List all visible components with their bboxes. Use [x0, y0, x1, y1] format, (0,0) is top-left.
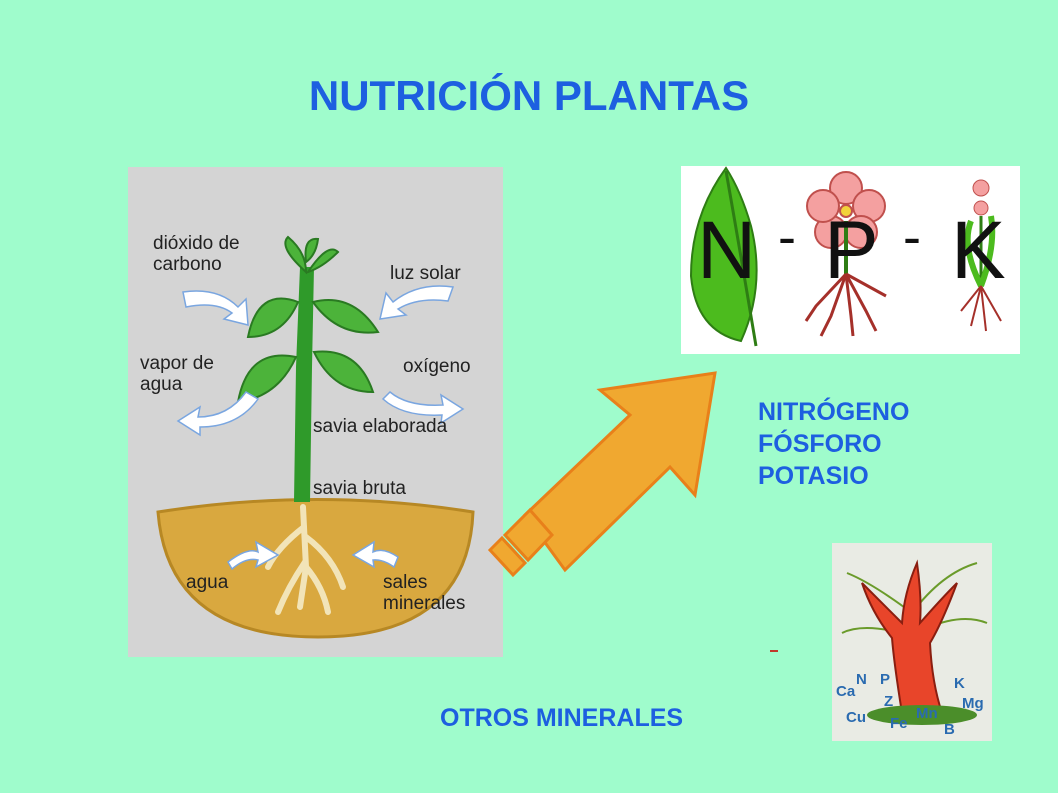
arrow-in-sun: [379, 285, 455, 320]
arrow-in-co2: [182, 290, 249, 326]
npk-letter-k: K: [951, 205, 1006, 296]
plant-illustration: [156, 235, 475, 639]
npk-separator: -: [903, 207, 921, 267]
element-letter: Fe: [890, 715, 908, 732]
tree-drawing: [841, 559, 988, 725]
soil-shape: [156, 498, 475, 639]
npk-letter-n: N: [697, 205, 757, 296]
arrow-out-oxygen: [381, 390, 465, 425]
small-dash: [770, 650, 778, 652]
leaf: [304, 237, 320, 264]
stem: [294, 267, 314, 502]
leaf: [305, 248, 340, 274]
npk-illustration: N - P - K: [681, 166, 1020, 354]
element-letter: Mg: [962, 695, 984, 712]
page-title: NUTRICIÓN PLANTAS: [308, 72, 750, 119]
element-letter: Cu: [846, 709, 866, 726]
leaf: [311, 299, 380, 334]
npk-graphic: [689, 166, 1002, 347]
roots-icon: [804, 272, 887, 337]
nutrient-item: NITRÓGENO: [758, 398, 910, 426]
oxygen-label: oxígeno: [403, 356, 471, 377]
leaf: [246, 297, 300, 339]
element-letter: Mn: [916, 705, 938, 722]
npk-letter-p: P: [824, 205, 879, 296]
arrow-in-water: [227, 540, 280, 571]
elaborated-sap-label: savia elaborada: [313, 416, 448, 437]
nutrient-item: FÓSFORO: [758, 430, 882, 458]
leaf: [284, 235, 308, 275]
element-letter: Ca: [836, 683, 856, 700]
leaf: [312, 350, 375, 394]
npk-separator: -: [778, 207, 796, 267]
element-letter: Z: [884, 693, 894, 710]
roots: [265, 504, 346, 615]
mineral-tree-illustration: Ca N P Z Mn K Mg Cu Fe B: [832, 543, 992, 741]
element-letter: B: [944, 721, 955, 738]
sun-label: luz solar: [390, 263, 461, 284]
nutrient-item: POTASIO: [758, 462, 869, 490]
leaf-icon: [689, 166, 758, 343]
raw-sap-label: savia bruta: [313, 478, 406, 499]
arrow-in-minerals: [351, 540, 399, 569]
element-letter: N: [856, 671, 867, 688]
element-letter: K: [954, 675, 965, 692]
arrow-out-vapor: [176, 391, 260, 437]
small-flower-icon: [972, 179, 990, 197]
water-label: agua: [186, 572, 229, 593]
nutrient-list: NITRÓGENO FÓSFORO POTASIO: [758, 396, 909, 492]
big-orange-arrow: [487, 371, 717, 578]
element-letter: P: [880, 671, 891, 688]
other-minerals-label: OTROS MINERALES: [440, 704, 684, 732]
